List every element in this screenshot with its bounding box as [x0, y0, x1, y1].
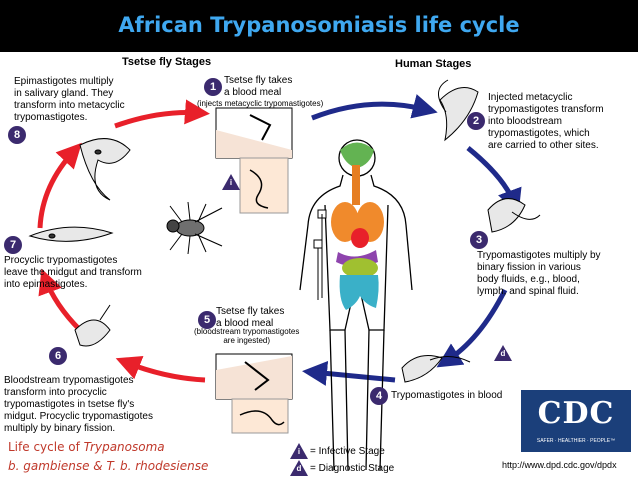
cdc-logo: CDC SAFER · HEALTHIER · PEOPLE™	[521, 390, 631, 452]
step-1-text: Tsetse fly takes a blood meal	[224, 75, 293, 98]
step-3-text: Trypomastigotes multiply by binary fissi…	[477, 250, 601, 297]
tsetse-fly-illustration	[166, 201, 223, 255]
arrow-3-to-4	[436, 288, 508, 368]
organs-illustration	[331, 142, 384, 310]
step-5-subtext: (bloodstream trypomastigotes are ingeste…	[194, 327, 300, 345]
step-8-text: Epimastigotes multiply in salivary gland…	[14, 76, 125, 123]
credit-species: b. gambiense & T. b. rhodesiense	[8, 459, 209, 473]
step-6-badge: 6	[49, 347, 67, 365]
parasite-stage-7	[28, 226, 114, 242]
arrow-5-to-6	[115, 355, 206, 383]
step-2-badge: 2	[467, 112, 485, 130]
parasite-stage-4	[401, 355, 471, 383]
cdc-logo-tagline: SAFER · HEALTHIER · PEOPLE™	[536, 438, 616, 444]
step-1-badge: 1	[204, 78, 222, 96]
page-title: African Trypanosomiasis life cycle	[118, 13, 520, 37]
arrow-7-to-8	[37, 142, 82, 229]
legend-diagnostic-icon: d	[290, 460, 308, 476]
cdc-logo-text: CDC	[537, 396, 615, 431]
parasite-inset-5	[231, 398, 289, 434]
arrow-1-to-2	[311, 94, 438, 121]
step-5-badge: 5	[198, 311, 216, 329]
step-7-badge: 7	[4, 236, 22, 254]
arrow-8-to-1	[114, 99, 210, 129]
step-5-text: Tsetse fly takes a blood meal	[216, 306, 285, 329]
figure-credit: Life cycle of Trypanosoma b. gambiense &…	[8, 438, 208, 476]
legend-infective-icon: i	[290, 443, 308, 459]
legend-diagnostic-label: = Diagnostic Stage	[310, 463, 395, 474]
feeding-box-1	[215, 107, 293, 159]
step-4-badge: 4	[370, 387, 388, 405]
parasite-stage-6	[74, 304, 111, 347]
parasite-stage-2	[438, 79, 479, 142]
arrow-4-to-5	[302, 360, 396, 386]
step-6-text: Bloodstream trypomastigotes transform in…	[4, 375, 153, 434]
step-4-text: Trypomastigotes in blood	[391, 390, 503, 401]
source-url: http://www.dpd.cdc.gov/dpdx	[502, 460, 617, 470]
parasite-stage-8	[79, 138, 131, 201]
parasite-inset-1	[239, 157, 289, 214]
step-3-badge: 3	[470, 231, 488, 249]
step-7-text: Procyclic trypomastigotes leave the midg…	[4, 255, 142, 290]
arrow-2-to-3	[466, 146, 522, 215]
parasite-stage-3	[487, 198, 541, 233]
arrow-6-to-7	[38, 268, 82, 332]
credit-genus: Trypanosoma	[83, 440, 165, 454]
tsetse-stages-header: Tsetse fly Stages	[122, 56, 212, 68]
human-stages-header: Human Stages	[395, 58, 472, 70]
credit-prefix: Life cycle of	[8, 440, 84, 454]
legend-infective-label: = Infective Stage	[310, 446, 385, 457]
infective-stage-icon: i	[222, 174, 240, 190]
feeding-box-5	[215, 353, 293, 400]
diagnostic-stage-icon: d	[494, 345, 512, 361]
step-8-badge: 8	[8, 126, 26, 144]
title-bar: African Trypanosomiasis life cycle	[0, 0, 638, 52]
lymph-node-markers	[313, 209, 327, 300]
step-2-text: Injected metacyclic trypomastigotes tran…	[488, 92, 604, 151]
step-1-subtext: (injects metacyclic trypomastigotes)	[197, 99, 324, 108]
